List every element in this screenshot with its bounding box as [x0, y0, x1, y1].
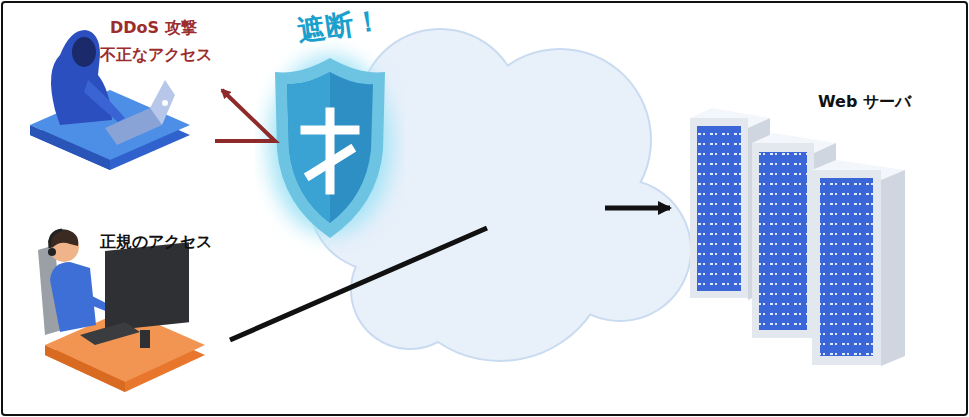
node-label: Web サーバ: [818, 92, 911, 113]
flow-arrow: [230, 208, 670, 340]
node-label: 遮断！: [295, 1, 383, 50]
node-label: DDoS 攻撃: [110, 18, 197, 39]
user-figure: [38, 229, 205, 392]
node-label: 不正なアクセス: [100, 45, 212, 66]
flow-arrow: [215, 90, 275, 141]
server-figure: [690, 108, 905, 366]
shield-icon: [268, 55, 392, 238]
shield-node: 遮断！: [270, 5, 395, 245]
node-label: 正規のアクセス: [100, 232, 212, 253]
attacker-node: DDoS 攻撃不正なアクセス: [30, 8, 230, 178]
server-node: Web サーバ: [690, 88, 922, 370]
user-node: 正規のアクセス: [30, 222, 230, 410]
